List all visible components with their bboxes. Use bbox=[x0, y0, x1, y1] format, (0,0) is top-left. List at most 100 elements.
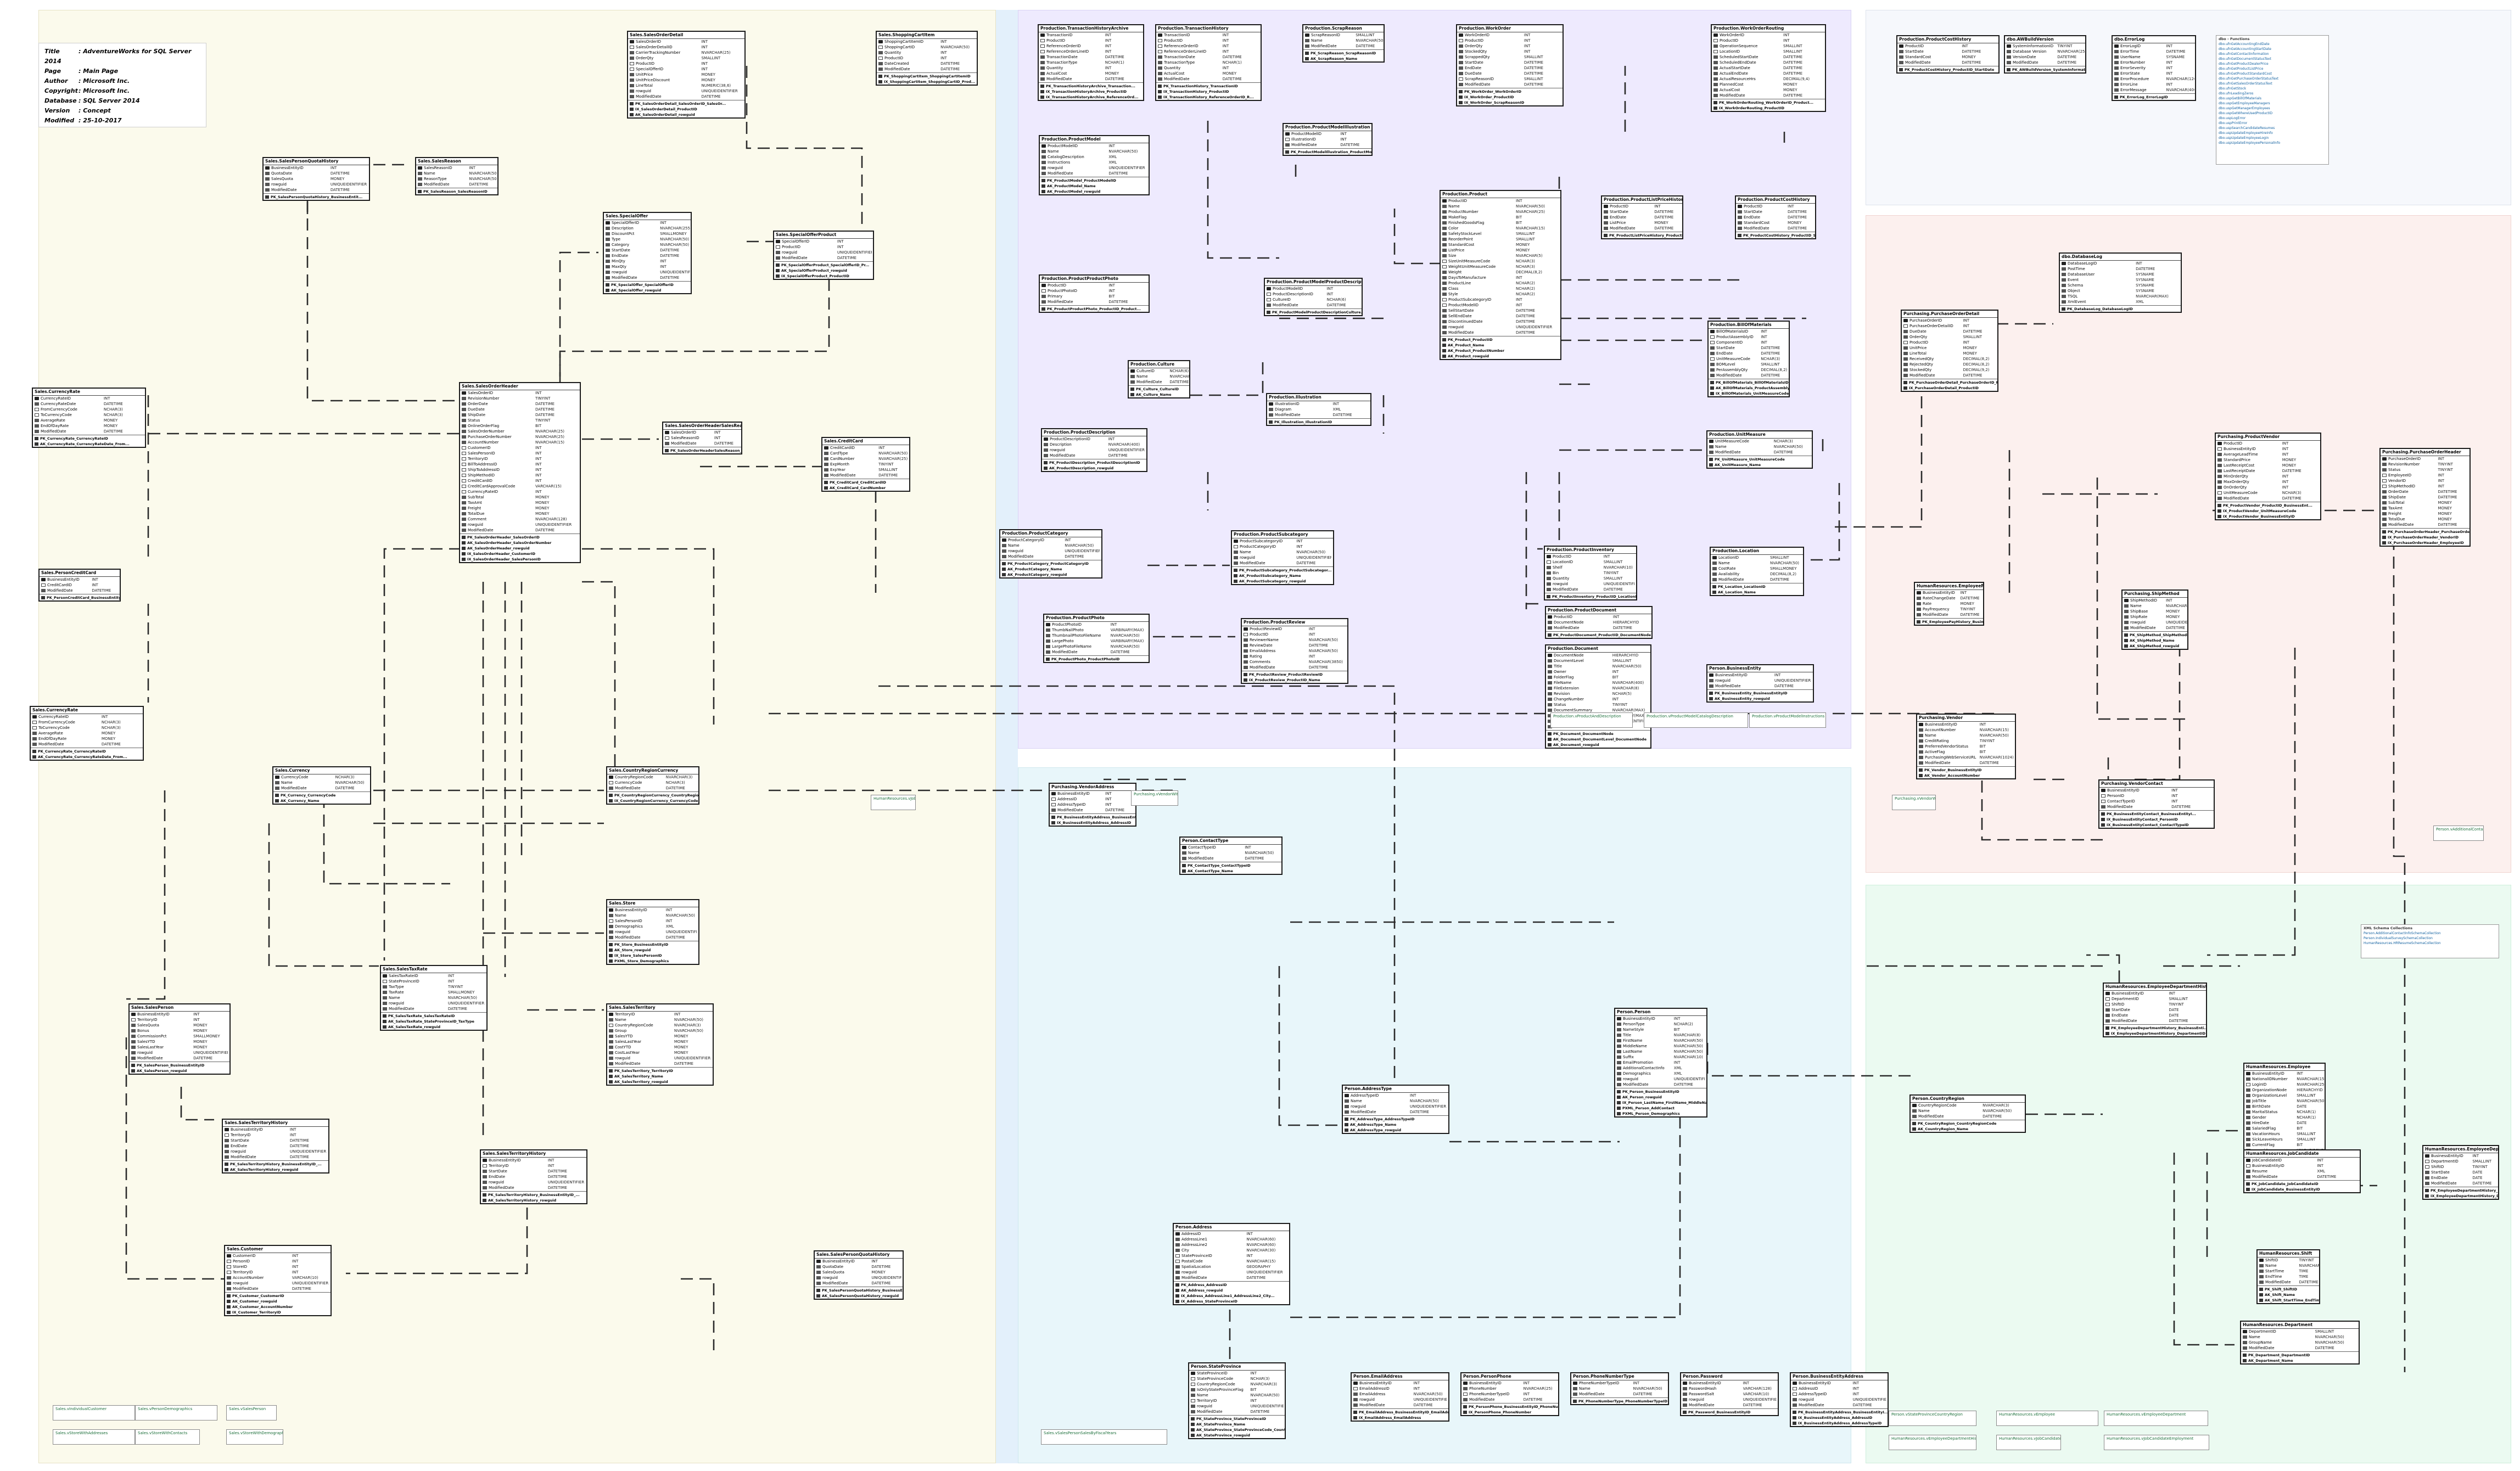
object-list-item[interactable]: dbo.ufnGetAccountingEndDate bbox=[2219, 42, 2270, 46]
object-list-item[interactable]: dbo.uspGetManagerEmployees bbox=[2219, 106, 2270, 110]
functions-box[interactable]: dbo - Functions dbo.ufnGetAccountingEndD… bbox=[2216, 35, 2329, 165]
view-note[interactable]: HumanResources.vJobCandidate bbox=[1996, 1435, 2061, 1450]
object-list-item[interactable]: dbo.ufnGetProductListPrice bbox=[2219, 67, 2264, 71]
entity-table[interactable]: Production.ProductModelProductDescriptio… bbox=[1264, 278, 1363, 316]
view-note[interactable]: HumanResources.vJobCandidateEmployment bbox=[2104, 1435, 2209, 1450]
object-list-item[interactable]: dbo.uspLogError bbox=[2219, 116, 2246, 120]
view-note[interactable]: Sales.vStoreWithDemographics bbox=[226, 1429, 283, 1445]
view-note[interactable]: Sales.vStoreWithContacts bbox=[135, 1429, 200, 1445]
object-list-item[interactable]: dbo.ufnGetSalesOrderStatusText bbox=[2219, 82, 2272, 86]
object-list-item[interactable]: dbo.ufnGetProductDealerPrice bbox=[2219, 62, 2269, 66]
view-note[interactable]: Purchasing.vVendorWithAddresses bbox=[1131, 790, 1178, 806]
entity-table[interactable]: HumanResources.EmployeePayHistoryBusines… bbox=[1914, 582, 1984, 626]
object-list-item[interactable]: dbo.uspPrintError bbox=[2219, 121, 2248, 125]
object-list-item[interactable]: dbo.uspGetWhereUsedProductID bbox=[2219, 111, 2273, 115]
object-list-item[interactable]: dbo.uspUpdateEmployeeHireInfo bbox=[2219, 131, 2273, 135]
view-note[interactable]: Person.vAdditionalContactInfo bbox=[2433, 826, 2484, 841]
object-list-item[interactable]: dbo.uspSearchCandidateResumes bbox=[2219, 126, 2275, 130]
view-note[interactable]: Production.vProductModelCatalogDescripti… bbox=[1644, 712, 1748, 728]
view-note[interactable]: Sales.vSalesPerson bbox=[226, 1405, 277, 1421]
object-list-item[interactable]: dbo.uspUpdateEmployeePersonalInfo bbox=[2219, 141, 2281, 145]
entity-table[interactable]: HumanResources.EmployeeDepartmentHistory… bbox=[2422, 1145, 2499, 1200]
view-note[interactable]: Sales.vIndividualCustomer bbox=[53, 1405, 135, 1421]
object-list-item[interactable]: Person.AdditionalContactInfoSchemaCollec… bbox=[2364, 931, 2441, 935]
view-note[interactable]: Person.vStateProvinceCountryRegion bbox=[1889, 1411, 1976, 1426]
view-note[interactable]: Sales.vPersonDemographics bbox=[135, 1405, 217, 1421]
view-note[interactable]: HumanResources.vEmployeeDepartmentHistor… bbox=[1889, 1435, 1976, 1450]
object-list-item[interactable]: dbo.uspUpdateEmployeeLogin bbox=[2219, 136, 2269, 140]
object-list-item[interactable]: dbo.ufnGetContactInformation bbox=[2219, 52, 2269, 56]
object-list-item[interactable]: dbo.uspGetBillOfMaterials bbox=[2219, 97, 2261, 100]
view-note[interactable]: Production.vProductModelInstructions bbox=[1749, 712, 1826, 728]
view-note[interactable]: Sales.vStoreWithAddresses bbox=[53, 1429, 135, 1445]
object-list-item[interactable]: HumanResources.HRResumeSchemaCollection bbox=[2364, 941, 2441, 945]
object-list-item[interactable]: dbo.ufnGetStock bbox=[2219, 87, 2247, 91]
object-list-item[interactable]: dbo.ufnGetAccountingStartDate bbox=[2219, 47, 2272, 51]
object-list-item[interactable]: dbo.ufnGetProductStandardCost bbox=[2219, 72, 2272, 76]
view-note[interactable]: Purchasing.vVendorWithContacts bbox=[1892, 795, 1936, 810]
view-note[interactable]: HumanResources.vEmployeeDepartment bbox=[2104, 1411, 2208, 1426]
view-note[interactable]: Sales.vSalesPersonSalesByFiscalYears bbox=[1041, 1429, 1167, 1445]
